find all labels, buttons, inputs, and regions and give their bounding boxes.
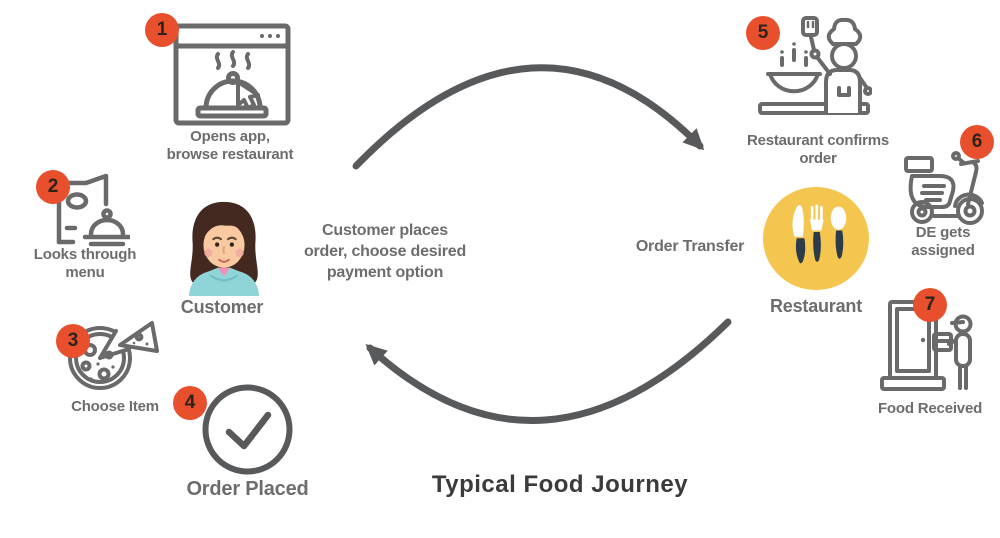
step-number: 3 [67,330,79,351]
step-badge-4: 4 [173,386,207,420]
step-badge-5: 5 [746,16,780,50]
step-badge-3: 3 [56,324,90,358]
step-number: 4 [184,392,196,413]
step-badge-1: 1 [145,13,179,47]
step-label-5: Restaurant confirms order [746,132,890,168]
step-number: 6 [971,131,983,152]
diagram-title: Typical Food Journey [431,471,689,498]
order-check-icon [200,382,295,477]
step-label-1: Opens app, browse restaurant [166,128,294,164]
step-label-7: Food Received [877,400,983,417]
step-number: 7 [924,294,936,315]
step-number: 5 [757,22,769,43]
chef-cooking-icon [756,12,872,118]
delivery-scooter-icon [898,148,990,226]
arrow-customer-to-restaurant [352,64,705,170]
restaurant-label: Restaurant [769,296,863,316]
step-number: 1 [156,19,168,40]
step-badge-6: 6 [960,125,994,159]
step-label-6: DE gets assigned [911,224,975,260]
step-badge-7: 7 [913,288,947,322]
step-label-4: Order Placed [186,478,309,500]
arrow-restaurant-to-customer [365,318,732,424]
app-browser-icon [172,22,292,127]
step-number: 2 [47,176,59,197]
customer-avatar [180,198,268,296]
pizza-icon [60,318,160,392]
order-transfer-text: Order Transfer [635,238,745,255]
step-badge-2: 2 [36,170,70,204]
step-label-3: Choose Item [71,398,159,415]
customer-label: Customer [180,297,264,317]
step-label-2: Looks through menu [33,246,137,282]
door-delivery-icon [878,298,978,398]
cutlery-circle-icon [763,187,869,290]
order-placement-text: Customer places order, choose desired pa… [303,222,467,281]
